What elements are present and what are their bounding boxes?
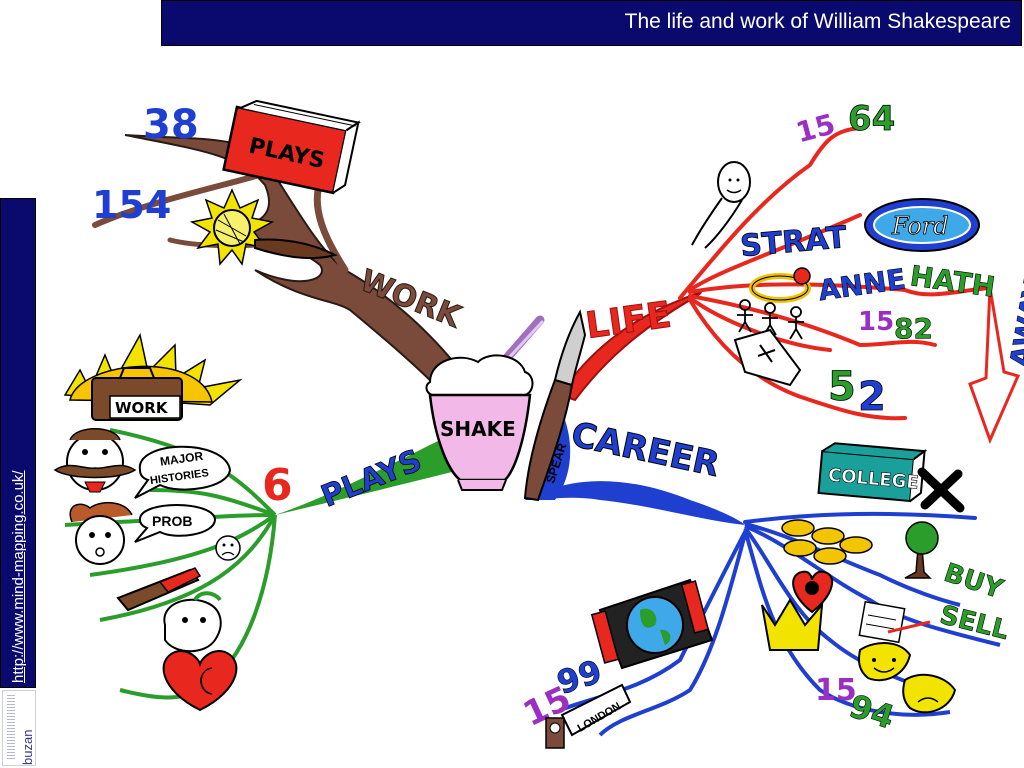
children-icon bbox=[737, 299, 804, 340]
speech-bubble-prob: PROB bbox=[134, 504, 217, 543]
coffin-icon bbox=[733, 328, 802, 387]
birthplace: STRAT bbox=[739, 220, 849, 264]
college-book-icon: COLLEGE bbox=[817, 442, 928, 503]
cross-mark-icon bbox=[917, 467, 965, 513]
website-link[interactable]: http://www.mind-mapping.co.uk/ bbox=[10, 470, 27, 683]
career-label: CAREER bbox=[568, 415, 723, 485]
away-label: AWAY bbox=[1003, 276, 1024, 370]
side-bar: http://www.mind-mapping.co.uk/ bbox=[0, 198, 36, 688]
marriage-year-prefix: 15 bbox=[858, 307, 894, 337]
coins-icon bbox=[781, 519, 873, 565]
tree-icon bbox=[904, 521, 939, 579]
logo-text: buzan bbox=[20, 729, 35, 765]
ford-label: Ford bbox=[891, 212, 949, 240]
mind-map: WORK 38 PLAYS 154 LIFE 15 64 STRAT bbox=[53, 99, 1024, 749]
buzan-logo: buzan bbox=[2, 690, 36, 766]
crown-icon bbox=[761, 598, 824, 651]
ring-icon bbox=[749, 267, 811, 303]
marriage-year-suffix: 82 bbox=[894, 312, 933, 345]
sun-briefcase-icon: WORK bbox=[63, 332, 243, 421]
logo-fine-print bbox=[7, 695, 15, 761]
birth-year-prefix: 15 bbox=[793, 107, 839, 149]
heart-moon-icon bbox=[162, 650, 238, 712]
ford-badge: Ford bbox=[864, 198, 980, 252]
sonnets-count: 154 bbox=[92, 183, 171, 227]
cup-label: SHAKE bbox=[440, 417, 516, 441]
heart-coin-icon bbox=[792, 570, 834, 614]
speech-bubble-histories: MAJOR HISTORIES bbox=[134, 445, 232, 499]
baby-icon bbox=[691, 161, 751, 249]
king-face-icon bbox=[53, 428, 137, 493]
life-label: LIFE bbox=[583, 295, 673, 348]
dagger-icon bbox=[116, 567, 202, 612]
year-1594-prefix: 15 bbox=[815, 673, 857, 708]
sun-quill-icon bbox=[189, 188, 338, 266]
briefcase-label: WORK bbox=[115, 399, 169, 417]
theatre-masks-icon bbox=[858, 642, 957, 714]
sad-face-icon bbox=[215, 535, 241, 561]
globe-theatre-icon bbox=[590, 578, 714, 670]
contract-icon bbox=[858, 600, 931, 644]
plays-count: 38 bbox=[143, 102, 199, 148]
wife-last-name: HATH bbox=[908, 259, 997, 304]
quill-pen-icon: SPEAR bbox=[523, 309, 587, 502]
death-age-digit-1: 5 bbox=[828, 364, 856, 410]
bubble-major: MAJOR bbox=[159, 449, 204, 469]
worried-face-icon bbox=[69, 501, 133, 565]
plays-number: 6 bbox=[262, 460, 293, 511]
page-title: The life and work of William Shakespeare bbox=[624, 10, 1011, 33]
milkshake-cup-icon: SHAKE bbox=[425, 315, 545, 491]
wife-first-name: ANNE bbox=[816, 262, 907, 307]
plays-label: PLAYS bbox=[316, 443, 426, 515]
london-sign-icon: LONDON bbox=[545, 683, 632, 749]
birth-year-suffix: 64 bbox=[848, 99, 895, 139]
bubble-prob: PROB bbox=[152, 513, 192, 529]
plays-book-icon: PLAYS bbox=[222, 99, 361, 195]
title-bar: The life and work of William Shakespeare bbox=[161, 0, 1022, 46]
death-age-digit-2: 2 bbox=[858, 374, 886, 420]
buy-label: BUY bbox=[940, 558, 1007, 605]
